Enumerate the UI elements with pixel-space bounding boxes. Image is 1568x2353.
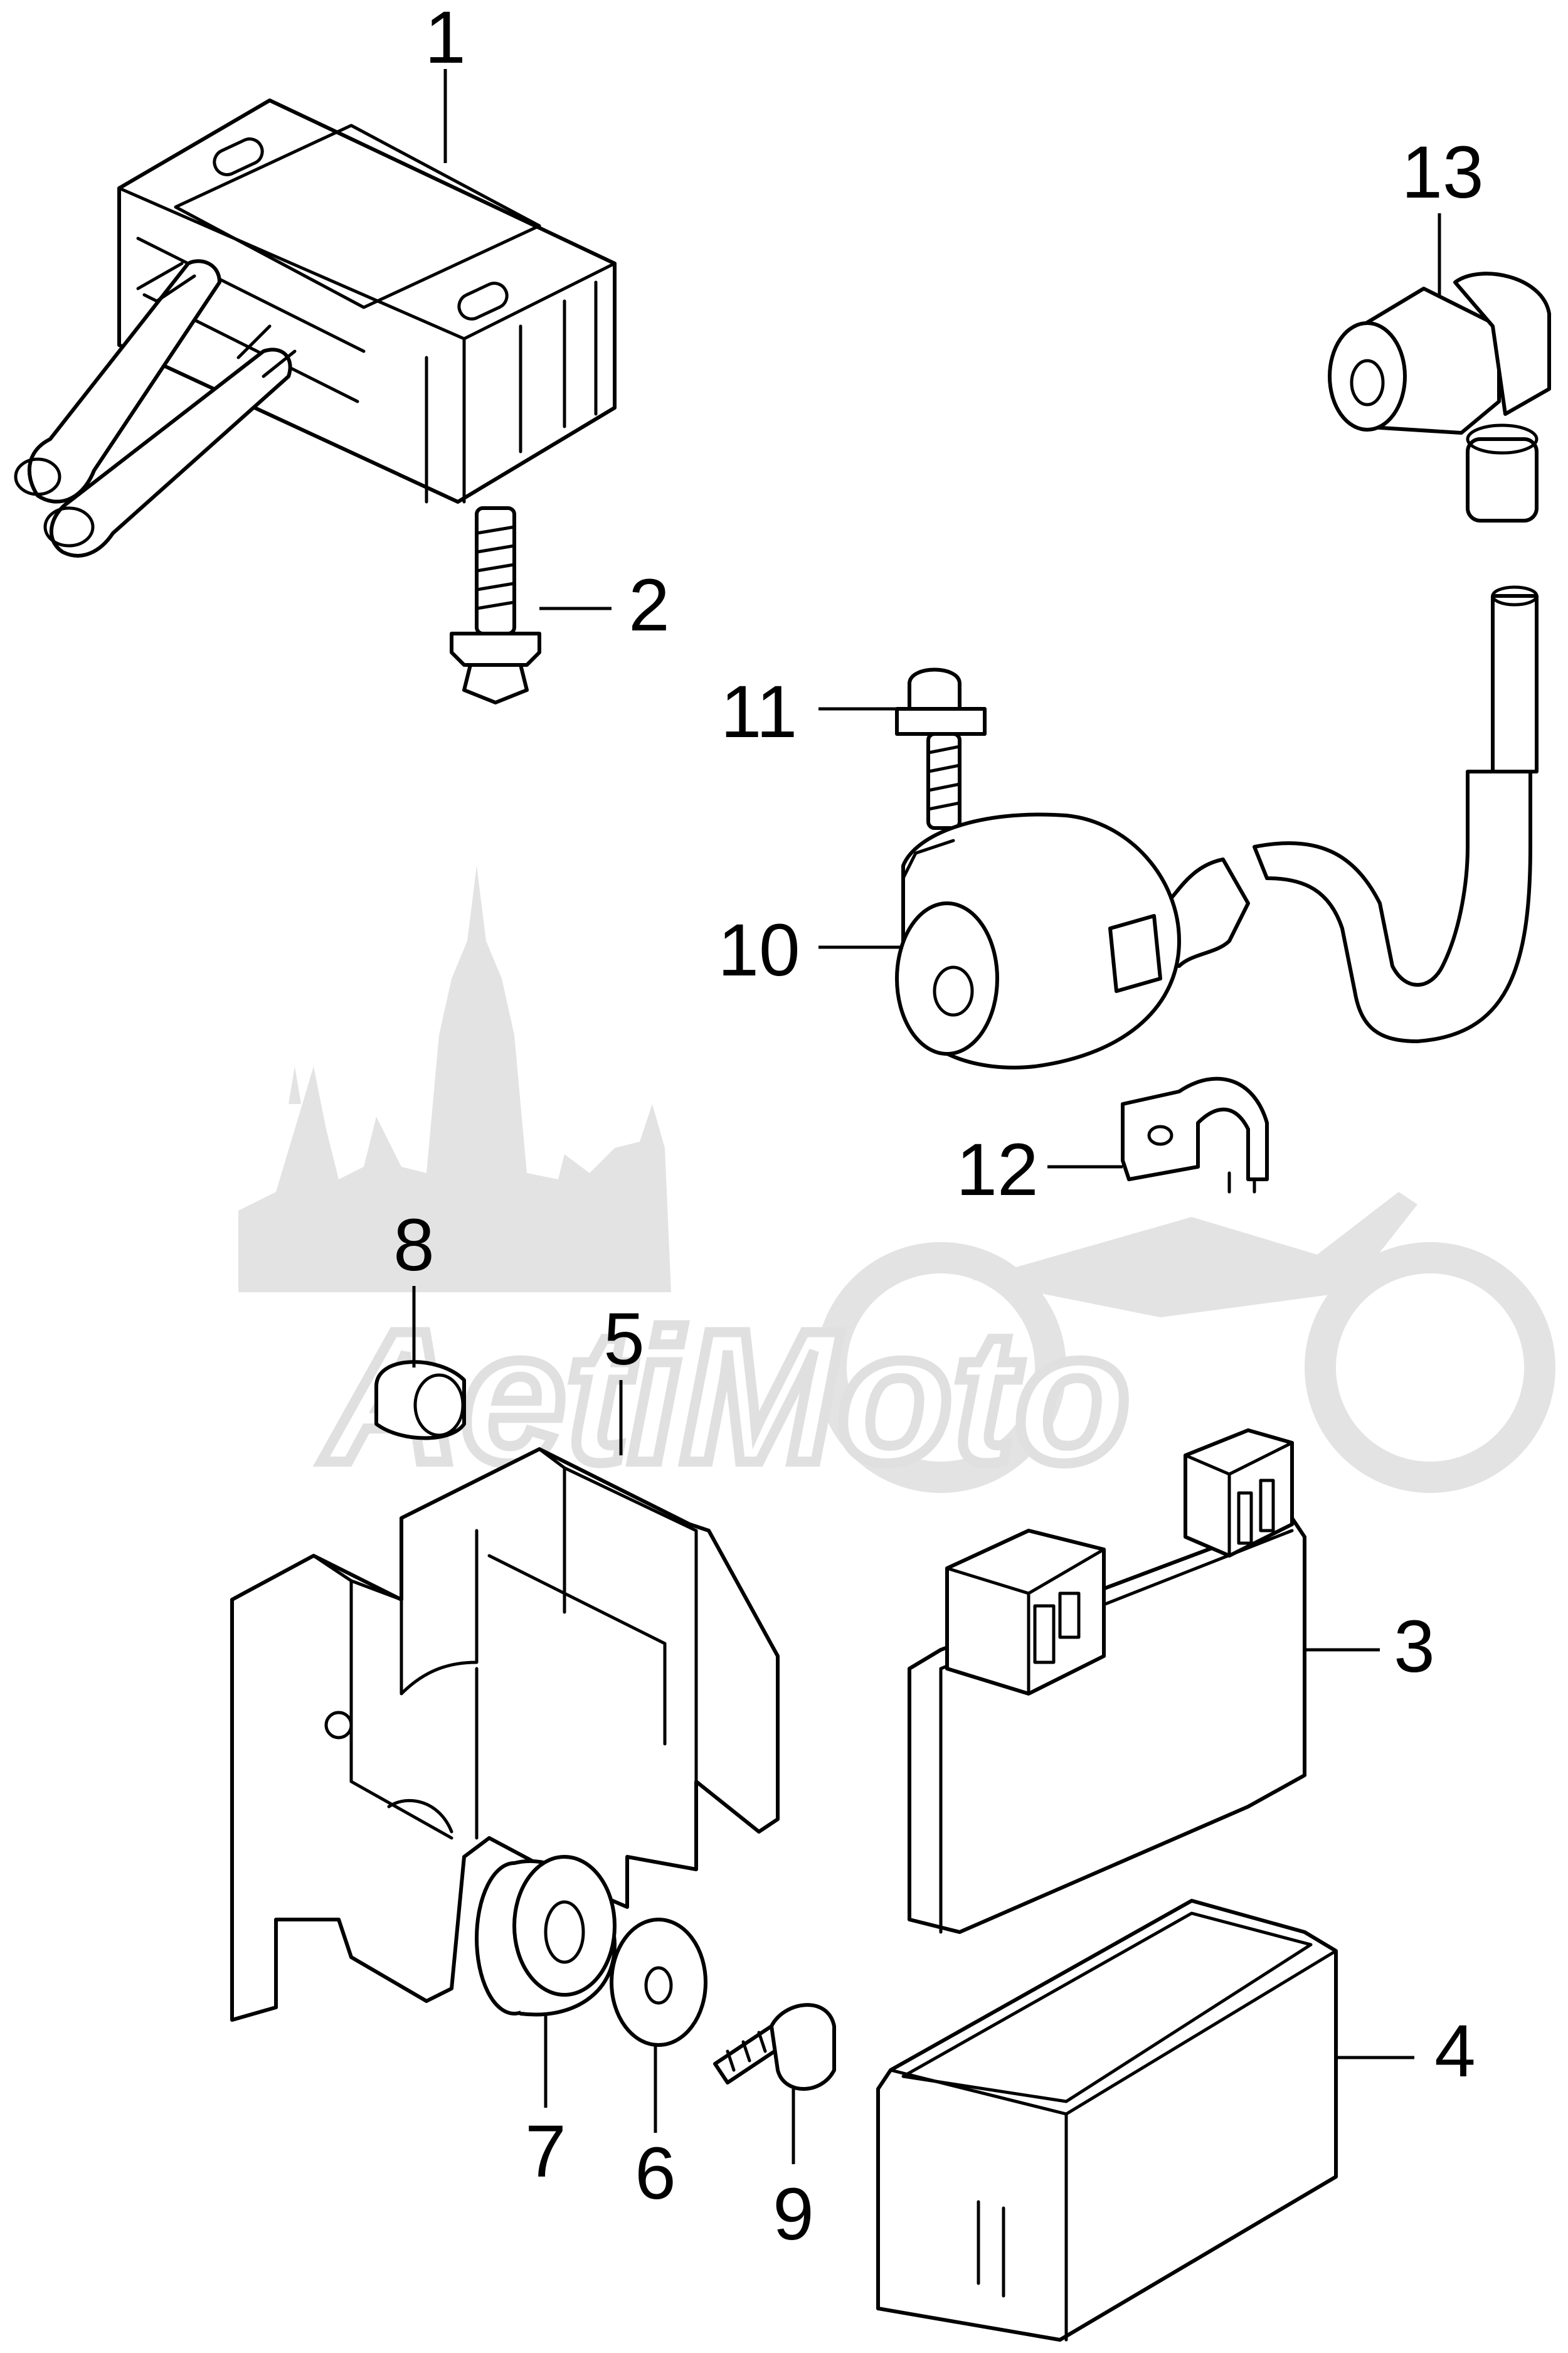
callout-7: 7 [525, 2110, 566, 2193]
callout-4: 4 [1434, 2010, 1476, 2093]
callout-5: 5 [603, 1298, 645, 1381]
part-8-cap [374, 1360, 466, 1440]
callout-3: 3 [1394, 1605, 1435, 1688]
callout-labels: 1 2 3 4 5 6 7 8 9 10 11 12 13 [393, 0, 1483, 2256]
part-2-bolt [450, 506, 541, 704]
part-13-spark-plug-cap [1328, 272, 1551, 523]
part-1-regulator-rectifier [14, 98, 617, 558]
part-5-bracket [230, 1447, 780, 2022]
callout-6: 6 [635, 2132, 676, 2215]
part-11-bolt [895, 667, 987, 830]
part-9-bolt [713, 2003, 836, 2091]
leader-lines [412, 69, 1441, 2164]
callout-2: 2 [628, 564, 670, 647]
callout-8: 8 [393, 1204, 435, 1287]
callout-12: 12 [956, 1129, 1038, 1211]
part-7-grommet [475, 1855, 617, 2017]
part-6-washer [610, 1918, 707, 2047]
callout-11: 11 [721, 671, 798, 753]
callout-13: 13 [1401, 131, 1483, 214]
part-12-clamp [1121, 1076, 1269, 1194]
part-10-ignition-coil [895, 585, 1539, 1070]
callout-10: 10 [718, 909, 800, 992]
part-4-case [876, 1899, 1338, 2342]
part-3-igniter-unit [908, 1428, 1306, 1934]
callout-1: 1 [425, 0, 466, 79]
callout-9: 9 [773, 2173, 814, 2256]
